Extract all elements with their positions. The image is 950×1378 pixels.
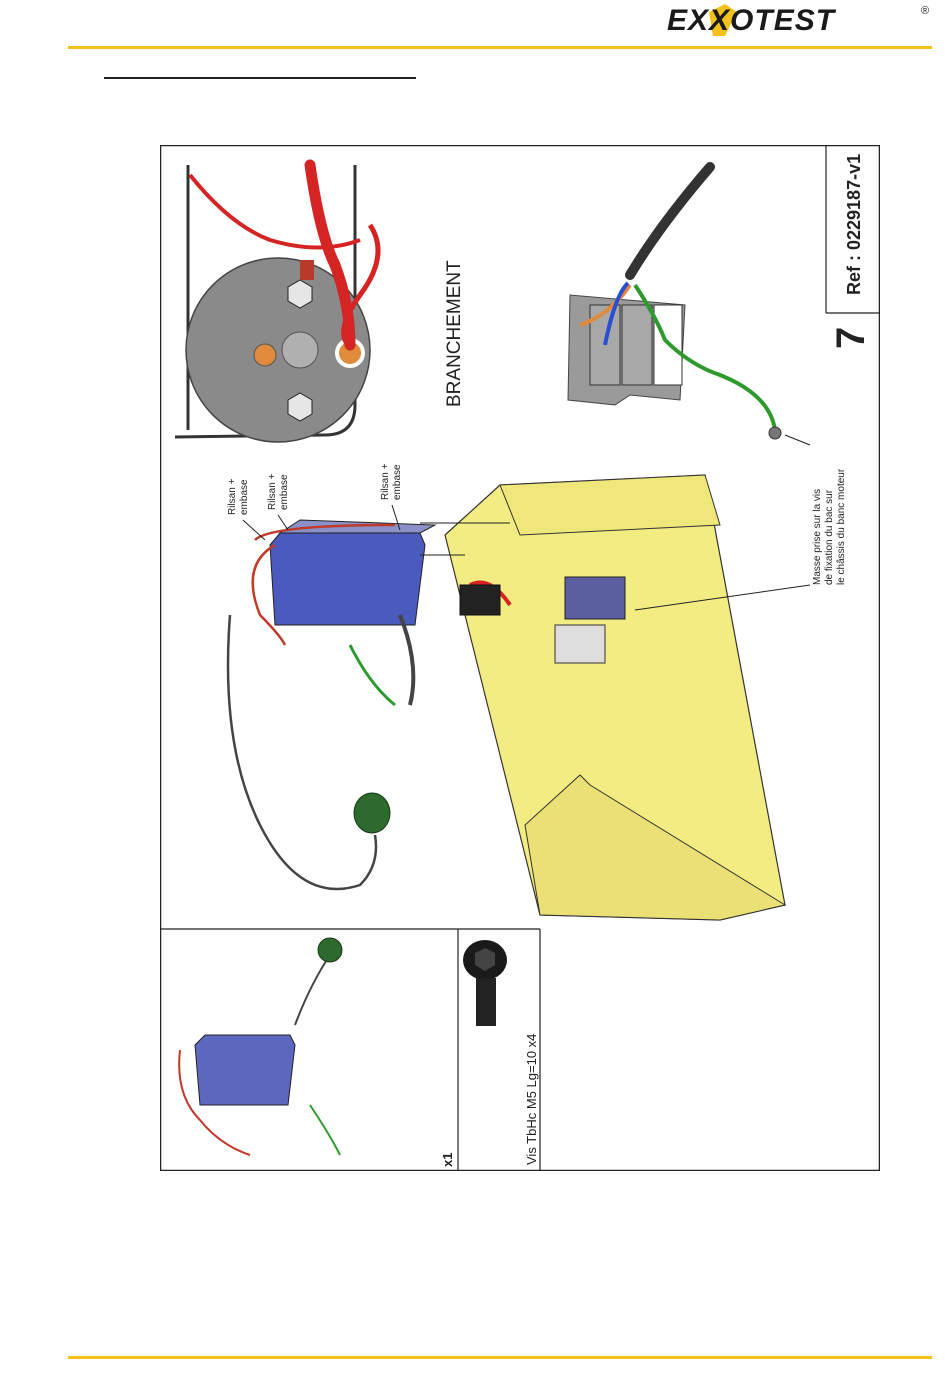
logo-text: EXXOTEST [667,4,837,37]
screw-label: Vis TbHc M5 Lg=10 x4 [524,1034,539,1165]
assembly-sheet: Ref : 0229187-v1 7 BRANCHEMENT [160,145,880,1171]
exxotest-logo: EXXOTEST ® [665,0,945,40]
socket-wiring-detail [568,167,781,439]
ground-callout-line2: de fixation du bac sur [824,489,835,585]
rilsan-callout-1-line2: embase [239,479,250,515]
ground-callout-line1: Masse prise sur la vis [812,489,823,585]
reference-number: Ref : 0229187-v1 [844,154,864,295]
rilsan-callout-2-line2: embase [279,474,290,510]
title-underline [104,77,416,79]
registered-mark: ® [921,5,929,17]
header-rule [68,46,932,49]
ground-callout-line3: le châssis du banc moteur [836,468,847,585]
rilsan-callout-3-line2: embase [392,464,403,500]
battery-terminal-detail [175,165,378,442]
step-number: 7 [829,327,873,349]
footer-rule [68,1356,932,1359]
rilsan-callout-1-line1: Rilsan + [227,478,238,515]
heater-module [228,520,435,889]
kit-quantity: x1 [440,1153,455,1167]
kit-illustration [179,938,342,1155]
rilsan-callout-3-line1: Rilsan + [380,463,391,500]
rilsan-callout-2-line1: Rilsan + [267,473,278,510]
section-title: BRANCHEMENT [444,260,465,407]
yellow-enclosure [445,475,785,920]
screw-illustration [463,940,507,1026]
